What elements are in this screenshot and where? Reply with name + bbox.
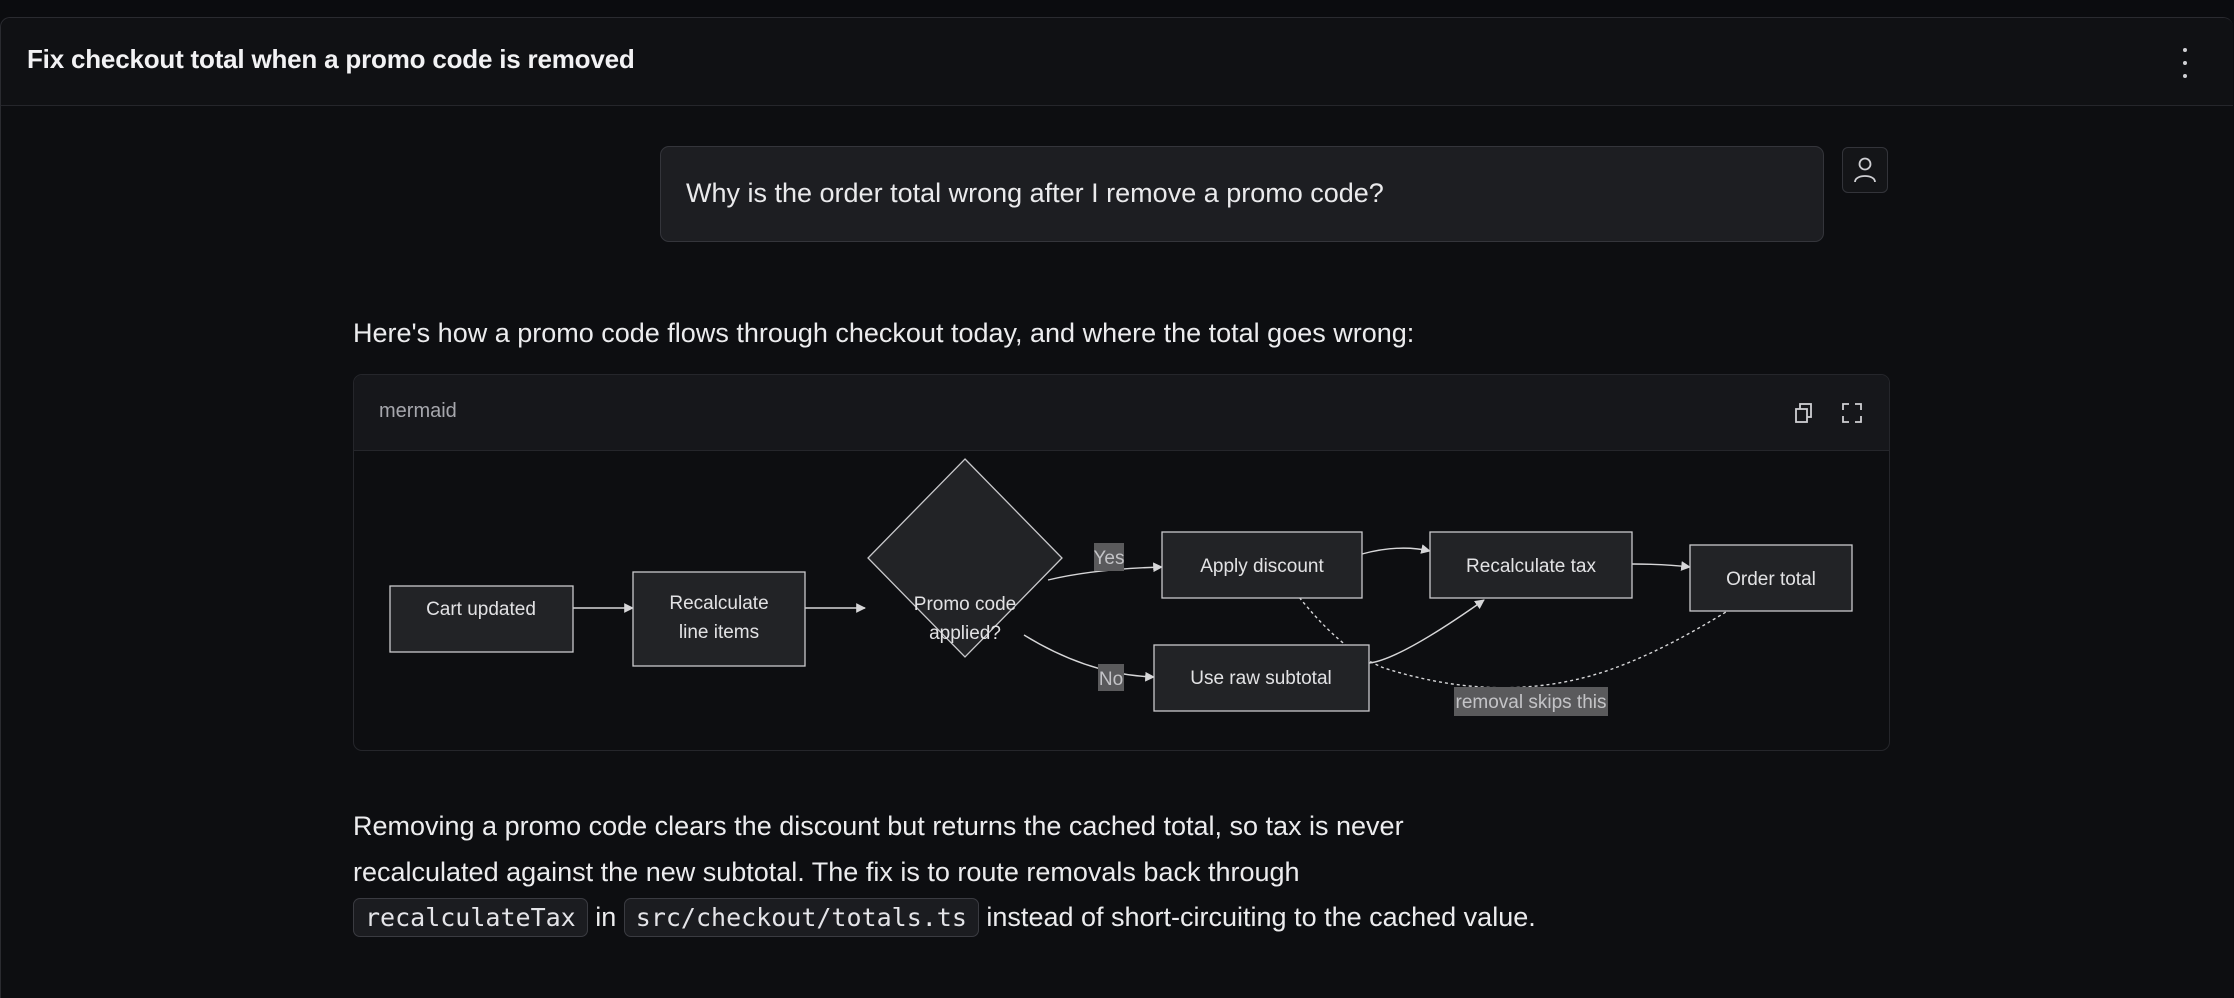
node-text-line-items-1: Recalculate: [669, 593, 768, 614]
inline-code-filepath: src/checkout/totals.ts: [623, 898, 979, 937]
answer-joiner: in: [595, 902, 617, 932]
label-bg-skip: [1454, 687, 1608, 716]
node-order-total: [1689, 544, 1853, 612]
edge-label-yes: Yes: [1094, 548, 1125, 569]
node-text-total: Order total: [1726, 569, 1816, 590]
node-apply-discount: [1161, 531, 1363, 599]
node-promo-decision: [867, 458, 1063, 658]
edge-apply-tax: [1361, 544, 1431, 555]
answer-line-3: recalculateTax in src/checkout/totals.ts…: [353, 895, 1913, 941]
answer-line-2: recalculated against the new subtotal. T…: [353, 856, 1300, 887]
node-cart-updated: [389, 585, 574, 653]
assistant-intro: Here's how a promo code flows through ch…: [353, 318, 1415, 348]
node-recalc-line-items: [632, 571, 806, 667]
more-vertical-icon[interactable]: [2173, 48, 2197, 78]
node-text-raw: Use raw subtotal: [1190, 668, 1332, 689]
node-raw-subtotal: [1153, 644, 1370, 712]
node-text-tax: Recalculate tax: [1466, 556, 1596, 577]
conversation-header: Fix checkout total when a promo code is …: [1, 18, 2233, 106]
edge-tax-total: [1631, 561, 1691, 571]
node-text-cart: Cart updated: [426, 599, 536, 620]
node-text-promo-2: applied?: [929, 623, 1001, 644]
answer-tail: instead of short-circuiting to the cache…: [986, 902, 1536, 932]
edge-promo-raw: [1023, 634, 1155, 682]
assistant-answer: Removing a promo code clears the discoun…: [353, 804, 1913, 941]
answer-line-1: Removing a promo code clears the discoun…: [353, 811, 1404, 841]
copy-icon[interactable]: [1790, 399, 1818, 427]
conversation-title: Fix checkout total when a promo code is …: [27, 44, 635, 74]
expand-icon[interactable]: [1838, 399, 1866, 427]
node-text-apply: Apply discount: [1200, 556, 1324, 577]
edge-label-skip: removal skips this: [1456, 692, 1607, 713]
label-bg-no: [1098, 664, 1124, 691]
node-recalc-tax: [1429, 531, 1633, 599]
node-text-line-items-2: line items: [679, 622, 759, 643]
user-message-text: Why is the order total wrong after I rem…: [686, 178, 1384, 208]
user-icon[interactable]: [1842, 147, 1888, 193]
mermaid-code-block: mermaid: [353, 374, 1890, 751]
inline-code-function: recalculateTax: [353, 898, 588, 937]
edge-promo-apply: [1047, 562, 1163, 581]
user-message-bubble: Why is the order total wrong after I rem…: [660, 146, 1824, 242]
flowchart-diagram: Cart updated Recalculate line items Prom…: [389, 458, 1853, 716]
code-block-header: mermaid: [354, 375, 1889, 451]
code-language-label: mermaid: [379, 400, 457, 422]
edge-raw-tax: [1368, 599, 1485, 664]
node-text-promo-1: Promo code: [914, 594, 1016, 615]
edge-label-no: No: [1099, 669, 1123, 690]
label-bg-yes: [1094, 543, 1124, 571]
